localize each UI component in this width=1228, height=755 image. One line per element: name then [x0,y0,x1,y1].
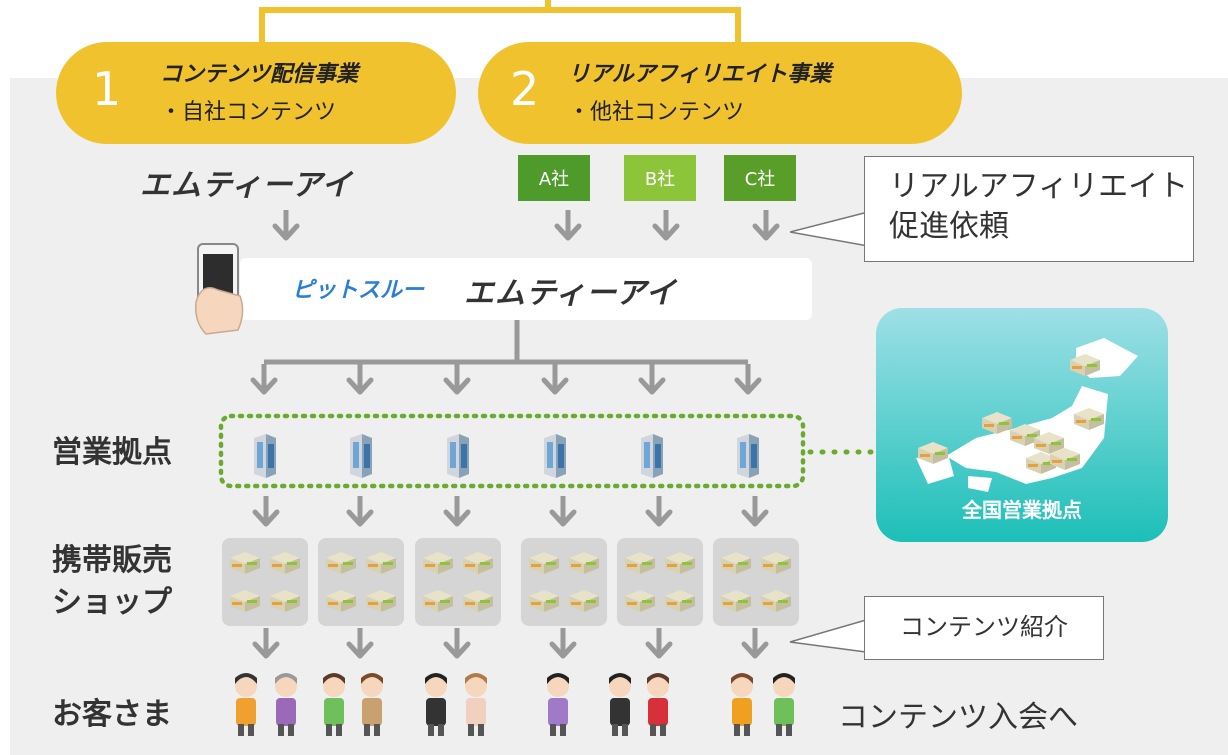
join-text: コンテンツ入会へ [838,700,1078,735]
shop-icon [421,548,455,576]
shop-icon [324,586,358,614]
shop-icon [567,548,601,576]
shop-icon [268,586,302,614]
map-shop-icon [1032,428,1066,456]
shop-icon [759,548,793,576]
shop-group [318,538,404,626]
shop-icon [719,548,753,576]
customer-figure-icon [268,668,304,742]
shop-group [222,538,308,626]
map-shop-icon [1008,420,1042,448]
shop-icon [759,586,793,614]
shop-icon [364,548,398,576]
shop-icon [567,586,601,614]
company-c-box: C社 [724,155,796,201]
track-2-pill: 2 リアルアフィリエイト事業 ・他社コンテンツ [478,42,962,144]
track-2-number: 2 [510,62,540,116]
label-shop-line2: ショップ [52,585,172,620]
affiliate-callout: リアルアフィリエイト 促進依頼 [864,156,1194,262]
office-building-icon [254,434,276,478]
customer-figure-icon [228,668,264,742]
map-shop-icon [1048,444,1082,472]
shop-group [415,538,501,626]
shop-icon [268,548,302,576]
company-a-box: A社 [518,155,590,201]
shop-icon [623,548,657,576]
shop-icon [421,586,455,614]
shop-icon [527,586,561,614]
track-1-subtitle: ・自社コンテンツ [160,100,337,125]
customer-figure-icon [724,668,760,742]
shop-group [521,538,607,626]
map-shop-icon [916,438,950,466]
shop-icon [461,586,495,614]
office-building-icon [737,434,759,478]
mti-logo: エムティーアイ [140,168,353,203]
affiliate-callout-line1: リアルアフィリエイト [889,169,1189,204]
customer-figure-icon [766,668,802,742]
top-connector [259,0,741,50]
customer-figure-icon [354,668,390,742]
map-shop-icon [980,408,1014,436]
office-building-icon [350,434,372,478]
shop-icon [228,548,262,576]
shop-icon [228,586,262,614]
shop-group [713,538,799,626]
office-building-icon [447,434,469,478]
shop-icon [663,548,697,576]
shop-icon [663,586,697,614]
customer-figure-icon [458,668,494,742]
shop-icon [324,548,358,576]
affiliate-callout-line2: 促進依頼 [889,209,1009,244]
app-bar: ピットスルー エムティーアイ [240,258,812,320]
company-b-box: B社 [624,155,696,201]
shop-icon [527,548,561,576]
track-1-title: コンテンツ配信事業 [160,62,359,87]
smartphone-hand-icon [194,243,244,335]
nationwide-map-card: 全国営業拠点 [876,308,1168,542]
map-shop-icon [1024,448,1058,476]
track-1-pill: 1 コンテンツ配信事業 ・自社コンテンツ [56,42,456,144]
office-building-icon [641,434,663,478]
office-building-icon [544,434,566,478]
shop-group [617,538,703,626]
track-1-number: 1 [92,62,122,116]
label-customers: お客さま [52,697,172,732]
map-shop-icon [1072,404,1106,432]
customer-figure-icon [418,668,454,742]
shop-icon [461,548,495,576]
shop-icon [623,586,657,614]
customer-figure-icon [640,668,676,742]
map-shop-icon [1068,350,1102,378]
track-2-title: リアルアフィリエイト事業 [568,62,832,87]
mti-logo-app: エムティーアイ [464,276,677,311]
customer-figure-icon [316,668,352,742]
label-sales-base: 営業拠点 [52,435,172,470]
track-2-subtitle: ・他社コンテンツ [568,100,745,125]
nationwide-label: 全国営業拠点 [962,498,1082,522]
pitthru-logo: ピットスルー [292,278,425,303]
customer-figure-icon [602,668,638,742]
content-intro-callout: コンテンツ紹介 [864,596,1104,660]
shop-icon [719,586,753,614]
label-shop-line1: 携帯販売 [52,543,172,578]
shop-icon [364,586,398,614]
customer-figure-icon [540,668,576,742]
